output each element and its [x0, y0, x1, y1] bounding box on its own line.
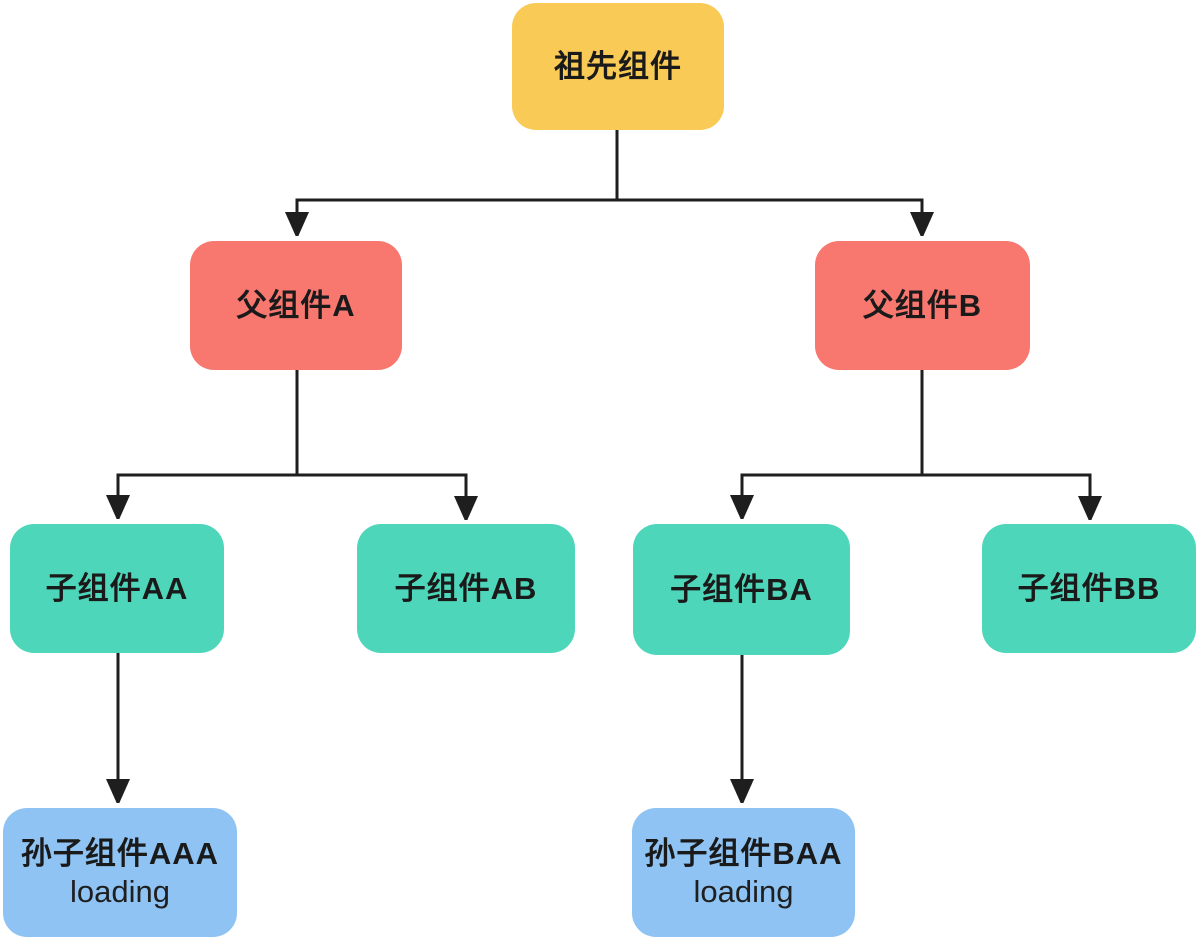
edge-parent-a-to-child-ab — [295, 370, 466, 520]
edge-parent-b-to-child-bb — [920, 370, 1090, 520]
node-child-bb: 子组件BB — [982, 524, 1196, 653]
node-parent-b-label: 父组件B — [862, 287, 983, 323]
node-parent-a-label: 父组件A — [236, 287, 356, 323]
node-grandchild-baa-status: loading — [693, 874, 794, 910]
edge-group — [118, 130, 1090, 803]
node-child-bb-label: 子组件BB — [1017, 570, 1161, 606]
node-grandchild-aaa: 孙子组件AAA loading — [3, 808, 237, 937]
node-grandchild-aaa-label: 孙子组件AAA — [20, 835, 220, 871]
node-child-ba-label: 子组件BA — [670, 571, 813, 607]
node-grandchild-baa-label: 孙子组件BAA — [644, 835, 843, 871]
node-parent-b: 父组件B — [815, 241, 1030, 370]
node-parent-a: 父组件A — [190, 241, 402, 370]
node-child-aa-label: 子组件AA — [45, 570, 189, 606]
edge-parent-a-to-child-aa — [118, 370, 299, 519]
node-ancestor: 祖先组件 — [512, 3, 724, 130]
edge-ancestor-to-parent-b — [615, 130, 922, 236]
node-grandchild-aaa-status: loading — [70, 874, 170, 910]
edge-parent-b-to-child-ba — [742, 370, 924, 519]
edge-ancestor-to-parent-a — [297, 130, 619, 236]
node-grandchild-baa: 孙子组件BAA loading — [632, 808, 855, 937]
node-ancestor-label: 祖先组件 — [554, 48, 682, 84]
node-child-ba: 子组件BA — [633, 524, 850, 655]
node-child-ab: 子组件AB — [357, 524, 575, 653]
node-child-ab-label: 子组件AB — [394, 570, 538, 606]
node-child-aa: 子组件AA — [10, 524, 224, 653]
